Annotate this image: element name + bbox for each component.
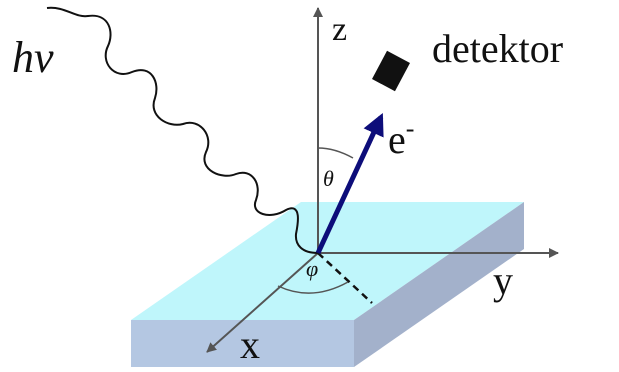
phi-arc [277,281,349,294]
projection-dashed-line [317,252,373,304]
slab-front-face [131,320,354,367]
axes [206,7,559,353]
z-axis-label: z [332,11,347,48]
electron-label: e- [388,114,414,162]
detector-label: detektor [432,26,563,71]
electron-charge: - [406,114,415,143]
theta-arc [317,147,354,159]
photon-label: hv [12,33,54,82]
electron-symbol: e [388,117,406,162]
photon-wave [46,6,319,254]
theta-label: θ [323,166,334,191]
y-axis-label: y [493,258,513,303]
phi-label: φ [306,256,318,281]
detector-icon [372,50,410,92]
electron-arrow [315,113,384,255]
x-axis-label: x [240,322,260,367]
x-axis [206,252,319,353]
slab-side-face [354,202,524,367]
